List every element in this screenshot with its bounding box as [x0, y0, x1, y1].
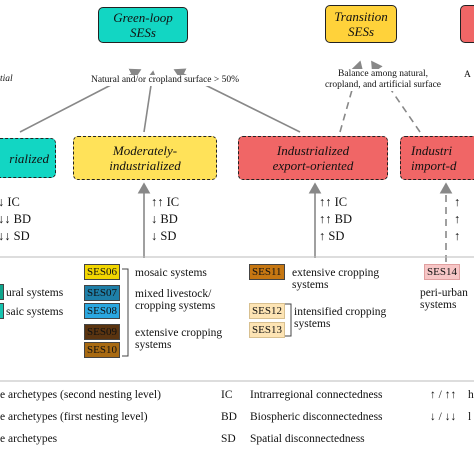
- legend-bd-abbr: BD: [221, 411, 237, 423]
- ses14-chip: SES14: [424, 264, 460, 280]
- indicator-bd: ↑: [454, 212, 461, 226]
- indicators-left: ↓ IC ↓↓ BD ↓↓ SD: [0, 194, 31, 245]
- mixed-line1: mixed livestock/: [135, 288, 212, 300]
- legend-ic-text: Intrarregional connectedness: [250, 389, 383, 401]
- indicators-export: ↑↑ IC ↑↑ BD ↑ SD: [319, 194, 352, 245]
- export-title: Industrialized: [276, 143, 350, 158]
- peri-urban-label: peri-urban systems: [420, 287, 468, 311]
- mixed-line2: cropping systems: [135, 300, 216, 312]
- indicator-bd: ↑↑ BD: [319, 212, 352, 226]
- indicator-ic: ↓ IC: [0, 195, 20, 209]
- transition-title: Transition: [334, 9, 388, 24]
- ses07-chip: SES07: [84, 285, 120, 301]
- indicators-moderately: ↑↑ IC ↓ BD ↓ SD: [151, 194, 179, 245]
- indicator-ic: ↑↑ IC: [319, 195, 348, 209]
- mixed-livestock-label: mixed livestock/ cropping systems: [135, 288, 215, 312]
- green-condition-label: Natural and/or cropland surface > 50%: [60, 75, 270, 86]
- peri-line1: peri-urban: [420, 287, 468, 299]
- legend-down-cut: l: [468, 411, 472, 423]
- green-loop-subtitle: SESs: [129, 25, 156, 40]
- ses12-chip: SES12: [249, 303, 285, 319]
- ses13-chip: SES13: [249, 322, 285, 338]
- mosaic-systems-label: mosaic systems: [135, 267, 207, 279]
- legend-sd-abbr: SD: [221, 433, 236, 445]
- ses08-chip: SES08: [84, 303, 120, 319]
- indicator-sd: ↑: [454, 229, 461, 243]
- intensified-line1: intensified cropping: [294, 306, 387, 318]
- ses06-chip: SES06: [84, 264, 120, 280]
- ses-chip-left-2: [0, 303, 4, 319]
- indicator-sd: ↓↓ SD: [0, 229, 30, 243]
- extensive-exp-line2: systems: [292, 279, 329, 291]
- moderately-title: Moderately-: [112, 143, 178, 158]
- indicators-import: ↑ ↑ ↑: [454, 194, 460, 245]
- ses09-chip: SES09: [84, 324, 120, 340]
- legend-second-level: e archetypes (second nesting level): [0, 389, 161, 401]
- import-title: Industri: [411, 143, 453, 158]
- ses10-chip: SES10: [84, 342, 120, 358]
- moderately-industrialized-box: Moderately-industrialized: [73, 136, 217, 180]
- left-cut-systems-2: saic systems: [6, 306, 64, 318]
- indicator-sd: ↓ SD: [151, 229, 177, 243]
- left-cut-label: tial: [0, 74, 13, 84]
- legend-bd-text: Biospheric disconnectedness: [250, 411, 383, 423]
- extensive-mod-line1: extensive cropping: [135, 327, 223, 339]
- moderately-subtitle: industrialized: [109, 158, 181, 173]
- bracket-moderately: [122, 268, 129, 357]
- indicator-bd: ↓↓ BD: [0, 212, 31, 226]
- legend-up-cut: h: [468, 389, 474, 401]
- green-loop-title: Green-loop: [113, 10, 173, 25]
- extensive-mod-line2: systems: [135, 339, 172, 351]
- bracket-intensified: [285, 303, 292, 337]
- left-mid-label: rialized: [9, 150, 49, 166]
- transition-subtitle: SESs: [348, 24, 374, 39]
- indicator-sd: ↑ SD: [319, 229, 345, 243]
- transition-condition-line1: Balance among natural,: [338, 69, 428, 79]
- legend-ic-abbr: IC: [221, 389, 233, 401]
- left-mid-box-partial: rialized: [0, 138, 56, 178]
- indicator-ic: ↑↑ IC: [151, 195, 180, 209]
- ses-chip-left-1: [0, 284, 4, 300]
- arrow-import-to-transition: [371, 60, 421, 133]
- peri-line2: systems: [420, 299, 457, 311]
- right-top-box-partial: [460, 5, 474, 43]
- legend-archetypes: e archetypes: [0, 433, 58, 445]
- legend-first-level: e archetypes (first nesting level): [0, 411, 148, 423]
- legend-sd-text: Spatial disconnectedness: [250, 433, 365, 445]
- transition-condition-line2: cropland, and artificial surface: [324, 80, 442, 90]
- extensive-cropping-mod-label: extensive cropping systems: [135, 327, 222, 351]
- right-cut-label: A: [464, 70, 471, 80]
- left-cut-systems-1: ural systems: [6, 287, 64, 299]
- export-subtitle: export-oriented: [272, 158, 354, 173]
- legend-up-arrows: ↑ / ↑↑: [430, 389, 457, 401]
- extensive-exp-line1: extensive cropping: [292, 267, 380, 279]
- indicator-bd: ↓ BD: [151, 212, 178, 226]
- indicator-ic: ↑: [454, 195, 461, 209]
- ses11-chip: SES11: [249, 264, 285, 280]
- extensive-cropping-exp-label: extensive cropping systems: [292, 267, 379, 291]
- intensified-line2: systems: [294, 318, 331, 330]
- transition-condition-label: Balance among natural, cropland, and art…: [318, 69, 448, 91]
- import-subtitle: import-d: [411, 158, 457, 173]
- legend-down-arrows: ↓ / ↓↓: [430, 411, 457, 423]
- intensified-cropping-label: intensified cropping systems: [294, 306, 386, 330]
